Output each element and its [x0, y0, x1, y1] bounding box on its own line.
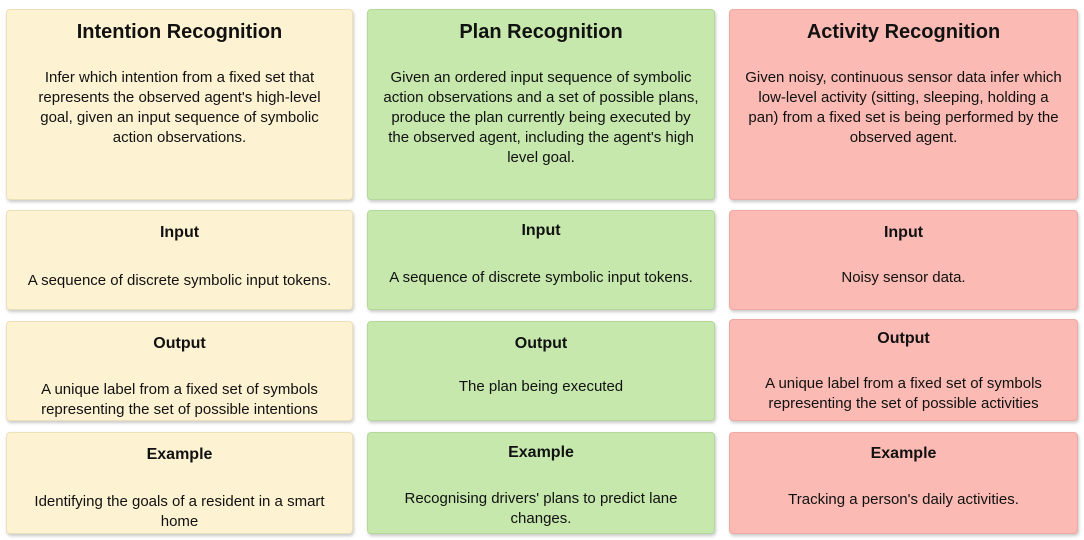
intention-recognition-card: Intention Recognition Infer which intent… [6, 9, 353, 200]
input-text: A sequence of discrete symbolic input to… [389, 269, 693, 286]
intention-input-card: Input A sequence of discrete symbolic in… [6, 210, 353, 310]
card-description: Given noisy, continuous sensor data infe… [745, 69, 1062, 146]
intention-example-card: Example Identifying the goals of a resid… [6, 432, 353, 534]
output-text: The plan being executed [458, 378, 624, 395]
plan-output-card: Output The plan being executed [367, 321, 715, 421]
input-heading: Input [159, 224, 200, 241]
plan-recognition-card: Plan Recognition Given an ordered input … [367, 9, 715, 200]
output-heading: Output [877, 330, 930, 347]
example-text: Identifying the goals of a resident in a… [34, 493, 325, 530]
plan-example-card: Example Recognising drivers' plans to pr… [367, 432, 715, 534]
input-heading: Input [521, 222, 561, 239]
example-text: Recognising drivers' plans to predict la… [404, 490, 678, 527]
output-text: A unique label from a fixed set of symbo… [765, 375, 1042, 412]
plan-input-card: Input A sequence of discrete symbolic in… [367, 210, 715, 310]
activity-input-card: Input Noisy sensor data. [729, 210, 1078, 310]
input-text: A sequence of discrete symbolic input to… [27, 272, 332, 289]
input-text: Noisy sensor data. [841, 269, 966, 286]
card-title: Intention Recognition [76, 21, 283, 43]
output-heading: Output [514, 335, 568, 352]
card-title: Plan Recognition [459, 21, 623, 43]
card-description: Given an ordered input sequence of symbo… [383, 69, 699, 166]
card-description: Infer which intention from a fixed set t… [38, 69, 321, 146]
activity-output-card: Output A unique label from a fixed set o… [729, 319, 1078, 421]
example-heading: Example [146, 446, 213, 463]
intention-output-card: Output A unique label from a fixed set o… [6, 321, 353, 421]
input-heading: Input [883, 224, 924, 241]
example-heading: Example [870, 445, 937, 462]
output-text: A unique label from a fixed set of symbo… [41, 381, 318, 418]
example-heading: Example [508, 444, 574, 461]
example-text: Tracking a person's daily activities. [788, 491, 1019, 508]
card-title: Activity Recognition [806, 21, 1001, 43]
activity-example-card: Example Tracking a person's daily activi… [729, 432, 1078, 534]
output-heading: Output [153, 335, 206, 352]
activity-recognition-card: Activity Recognition Given noisy, contin… [729, 9, 1078, 200]
